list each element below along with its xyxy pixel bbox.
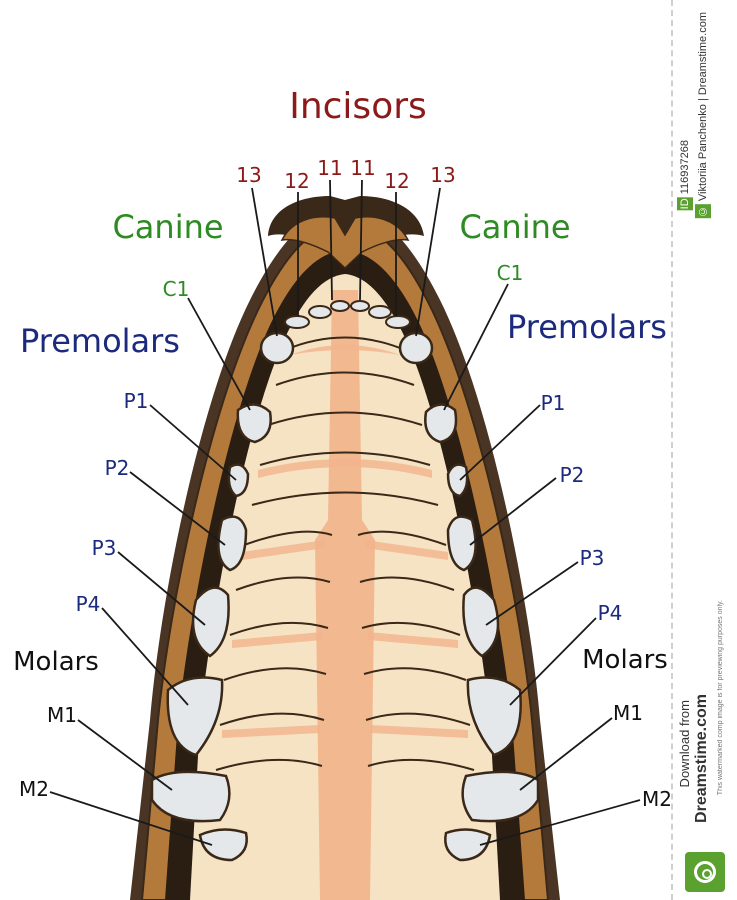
- lip-inner: [280, 216, 410, 270]
- label-p3-right: P3: [580, 546, 605, 570]
- label-p4-left: P4: [76, 592, 101, 616]
- label-canine-right: Canine: [459, 208, 570, 246]
- label-c1-left: C1: [163, 277, 190, 301]
- author-name: Viktoriia Panchenko | Dreamstime.com: [697, 12, 709, 202]
- label-p2-left: P2: [105, 456, 130, 480]
- label-m1-left: M1: [47, 703, 77, 727]
- copyright-symbol: ©: [695, 204, 711, 219]
- palatal-raphe: [315, 290, 375, 900]
- image-id: ID 116937268: [677, 140, 693, 211]
- id-badge: ID: [677, 197, 693, 211]
- label-i3-left: 13: [236, 163, 261, 187]
- label-p1-right: P1: [541, 391, 566, 415]
- title-incisors: Incisors: [289, 86, 427, 127]
- label-i1-right: 11: [350, 156, 375, 180]
- incisor-teeth: [284, 300, 411, 329]
- label-i2-right: 12: [384, 169, 409, 193]
- label-p1-left: P1: [124, 389, 149, 413]
- ridge-bands: [222, 345, 468, 738]
- label-p3-left: P3: [92, 536, 117, 560]
- id-number: 116937268: [679, 140, 691, 195]
- label-p2-right: P2: [560, 463, 585, 487]
- label-i1-left: 11: [317, 156, 342, 180]
- label-m2-left: M2: [19, 777, 49, 801]
- palatal-ridges: [215, 336, 475, 771]
- label-premolars-left: Premolars: [20, 322, 180, 360]
- label-molars-left: Molars: [13, 647, 99, 677]
- leader-lines: [49, 179, 641, 846]
- label-premolars-right: Premolars: [507, 308, 667, 346]
- label-m1-right: M1: [613, 701, 643, 725]
- label-i2-left: 12: [284, 169, 309, 193]
- label-p4-right: P4: [598, 601, 623, 625]
- label-c1-right: C1: [497, 261, 524, 285]
- dreamstime-logo: [685, 852, 725, 892]
- label-molars-right: Molars: [582, 645, 668, 675]
- spiral-icon: [694, 861, 716, 883]
- disclaimer-text: This watermarked comp image is for previ…: [717, 600, 724, 796]
- label-m2-right: M2: [642, 787, 672, 811]
- label-i3-right: 13: [430, 163, 455, 187]
- watermark-sidebar: ID 116937268 © Viktoriia Panchenko | Dre…: [671, 0, 737, 900]
- author-credit: © Viktoriia Panchenko | Dreamstime.com: [695, 12, 711, 219]
- download-from-text: Download from: [677, 700, 692, 788]
- label-canine-left: Canine: [112, 208, 223, 246]
- dreamstime-link[interactable]: Dreamstime.com: [693, 694, 710, 823]
- upper-lip: [268, 196, 424, 262]
